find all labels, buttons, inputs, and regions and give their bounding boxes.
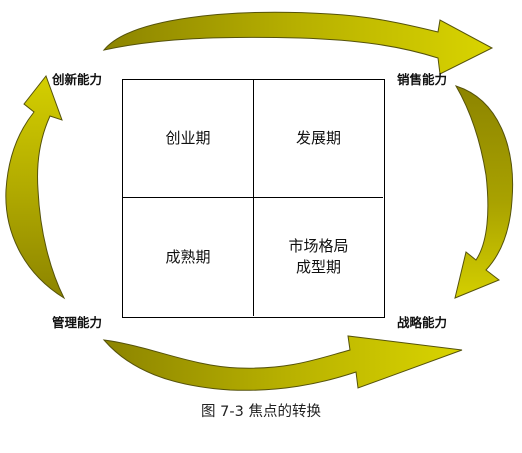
quadrant-growth-label: 发展期 bbox=[295, 129, 341, 147]
quadrant-maturity-label: 成熟期 bbox=[165, 247, 211, 266]
quadrant-startup: 创业期 bbox=[123, 80, 254, 198]
quadrant-market-structure-line1: 市场格局 bbox=[288, 237, 349, 255]
strategy-capability-label: 战略能力 bbox=[397, 315, 448, 330]
quadrant-market-structure: 市场格局 成型期 bbox=[254, 198, 383, 316]
bottom-arrow-icon bbox=[102, 335, 463, 391]
figure-caption: 图 7-3 焦点的转换 bbox=[201, 404, 321, 420]
quadrant-market-structure-line2: 成型期 bbox=[295, 258, 341, 276]
top-arrow-icon bbox=[102, 11, 494, 75]
quadrant-startup-label: 创业期 bbox=[165, 129, 211, 147]
sales-capability-label: 销售能力 bbox=[397, 72, 448, 87]
quadrant-maturity: 成熟期 bbox=[123, 198, 254, 316]
quadrant-growth: 发展期 bbox=[254, 80, 383, 198]
stage-matrix: 创业期 发展期 成熟期 市场格局 成型期 bbox=[122, 79, 385, 318]
management-capability-label: 管理能力 bbox=[52, 315, 103, 330]
left-arrow-icon bbox=[5, 74, 66, 300]
right-arrow-icon bbox=[454, 85, 514, 299]
innovation-capability-label: 创新能力 bbox=[52, 72, 103, 87]
